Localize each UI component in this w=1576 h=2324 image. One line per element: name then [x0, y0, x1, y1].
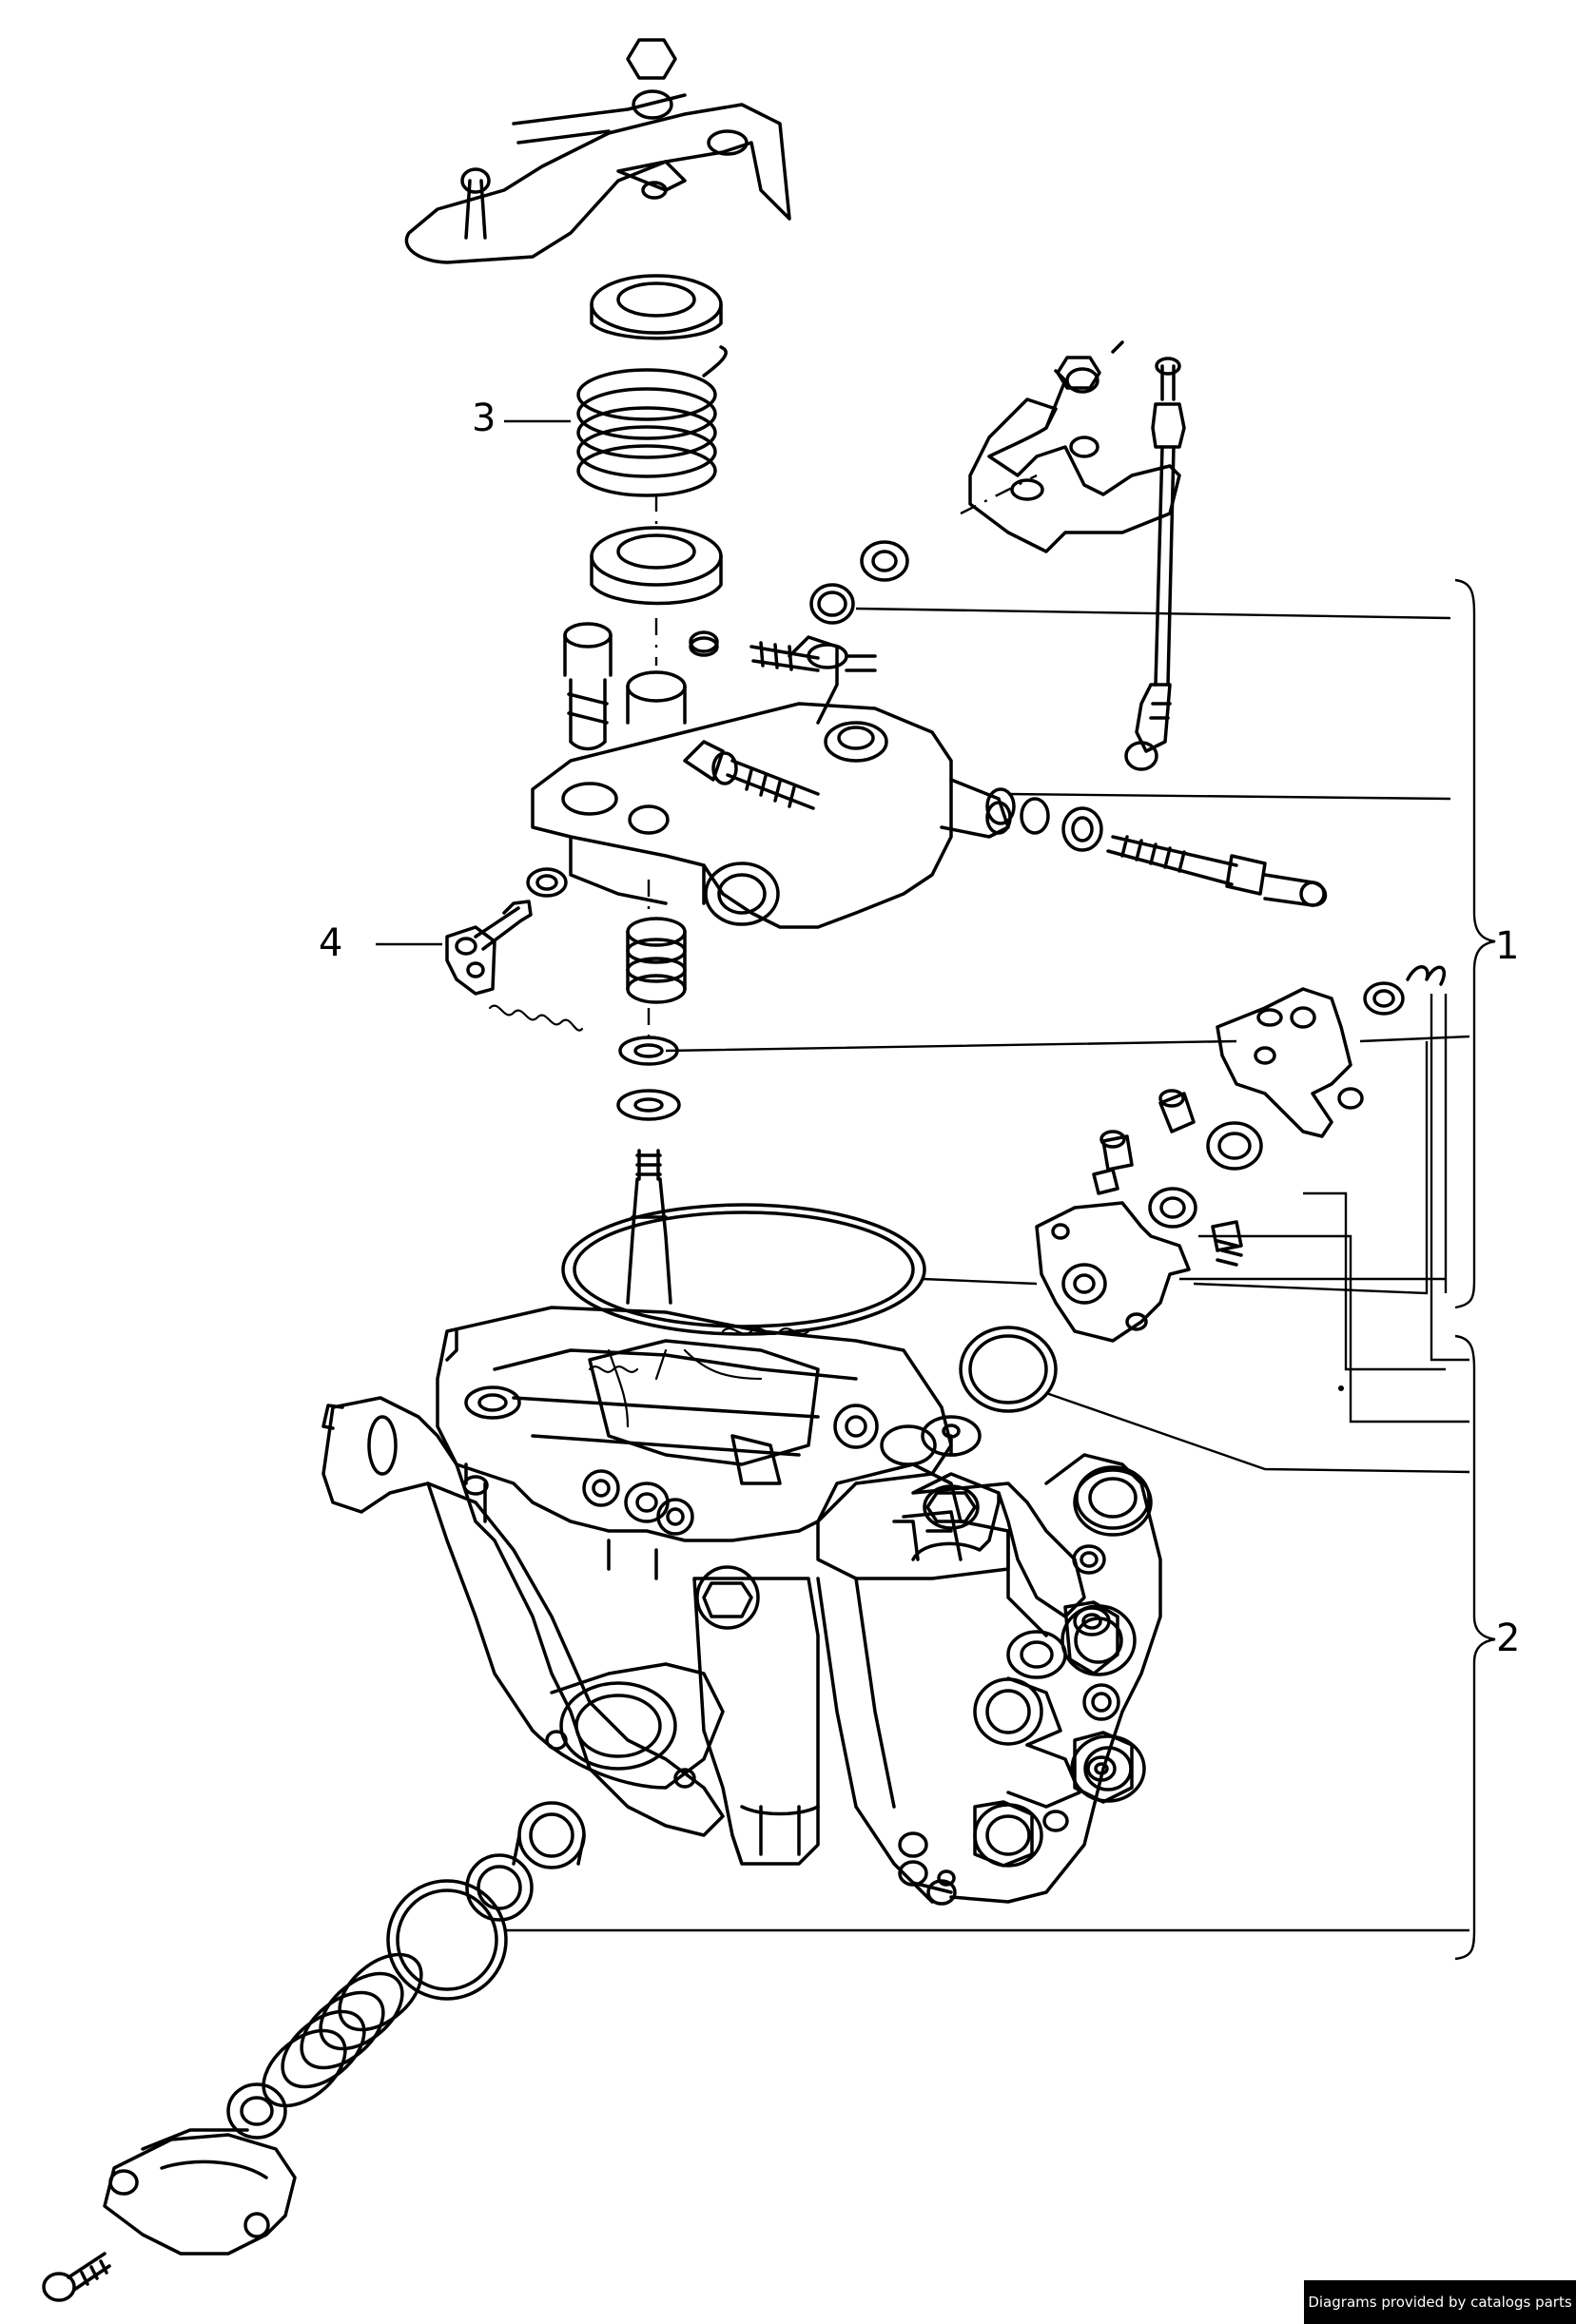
bracket-lower-right — [1035, 1201, 1191, 1343]
lower-washer — [226, 2082, 287, 2140]
washers-upper-right — [809, 540, 909, 625]
callout-3: 3 — [472, 397, 496, 440]
callout-2: 2 — [1496, 1617, 1521, 1660]
nut-small — [689, 636, 719, 657]
bracket-right — [1216, 965, 1447, 1138]
lever-small-left — [445, 867, 568, 996]
spring-cup-lower — [590, 526, 723, 606]
small-spring — [488, 1004, 584, 1032]
callout-1: 1 — [1495, 924, 1520, 968]
adjusting-screw-assembly — [985, 787, 1328, 907]
top-lever-assembly — [404, 38, 791, 264]
lower-coil-spring — [262, 1952, 423, 2108]
pump-side-boss — [1073, 1468, 1153, 1537]
governor-cover-housing — [531, 630, 1012, 929]
dot-mark — [1338, 1385, 1344, 1391]
cover-gasket-ring — [561, 1203, 926, 1336]
footer-credit-badge: Diagrams provided by catalogs parts — [1304, 2280, 1576, 2324]
governor-spring — [576, 345, 728, 497]
pump-head-fittings — [973, 1600, 1146, 1868]
callout-4: 4 — [319, 921, 343, 965]
seal-ring-right — [959, 1326, 1058, 1413]
brace-group-1 — [1454, 578, 1496, 1309]
footer-credit-text: Diagrams provided by catalogs parts — [1308, 2294, 1572, 2311]
housing-bolts — [711, 641, 820, 810]
spring-cup-top — [590, 274, 723, 340]
small-fittings-right — [1092, 1089, 1263, 1267]
stop-lever-linkage — [968, 340, 1186, 771]
leader-lines — [376, 419, 1470, 1932]
brace-group-2 — [1454, 1334, 1496, 1961]
injection-pump-body — [321, 1306, 1048, 1906]
end-cover-bolt — [42, 2252, 111, 2302]
center-plunger-stack — [616, 917, 687, 1305]
end-cover-plate — [103, 2128, 297, 2256]
bolt-vertical — [563, 622, 613, 751]
lower-seal-rings — [386, 1801, 586, 2001]
axis-line — [960, 474, 1038, 515]
